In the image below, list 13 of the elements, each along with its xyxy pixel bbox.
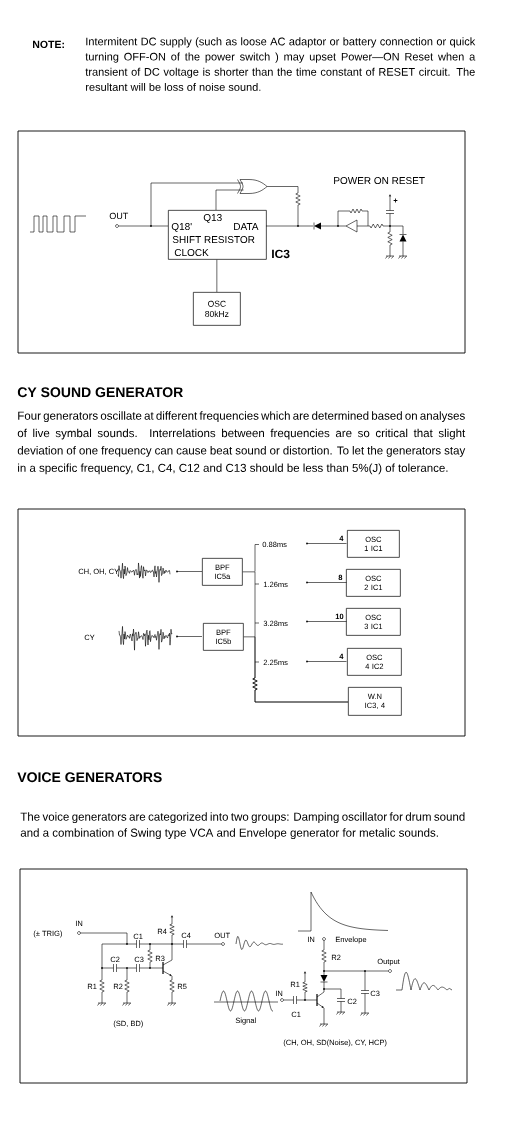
connector-line <box>243 636 349 703</box>
oscillator-box: OSC 80kHz <box>193 292 241 326</box>
terminal-label: OUT <box>109 212 129 220</box>
connector-line <box>216 259 218 293</box>
section-heading: CY SOUND GENERATOR <box>17 387 183 398</box>
chip-label: IC3 <box>272 249 290 259</box>
section-heading: VOICE GENERATORS <box>17 772 162 783</box>
note-heading: NOTE: <box>33 40 64 49</box>
paragraph: Four generators oscillate at different frequencies which are determined based on analyses of live symbal sounds. Interrelations between frequencies are so critical that slight deviation of one frequency can cause beat sound or distortion. To let the generators stay in a specific frequency, C1, C4, C12 and C13 should be less than 5%(J) of tolerance. <box>17 411 466 475</box>
paragraph: The voice generators are categorized into two groups: Damping oscillator for drum sound and a combination of Swing type VCA and Envelope generator for metalic sounds. <box>20 812 465 840</box>
shift-register-box: Q18' Q13 DATA SHIFT RESISTOR CLOCK <box>168 210 267 260</box>
circuit-title: POWER ON RESET <box>334 177 425 185</box>
note-text: Intermitent DC supply (such as loose AC adaptor or battery connection or quick turning OFF-ON of the power switch ) may upset Power—ON Reset when a transient of DC voltage is shorter than the time constant of RESET circuit. The resultant will be loss of noise sound. <box>85 37 476 91</box>
